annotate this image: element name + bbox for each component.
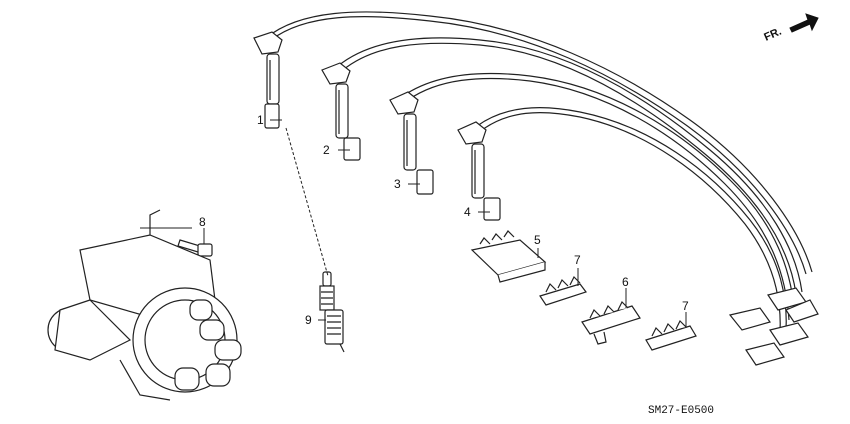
distributor-boots [728,287,819,366]
plug-boot-1 [253,31,283,129]
callout-5: 5 [534,233,541,247]
callout-6: 6 [622,275,629,289]
callout-9: 9 [305,313,312,327]
callout-7b: 7 [682,299,689,313]
plug-boot-4 [457,121,501,221]
callout-3: 3 [394,177,401,191]
callout-7a: 7 [574,253,581,267]
plug-boot-2 [321,62,361,161]
callout-1: 1 [257,113,264,127]
front-direction-indicator: FR. [762,13,819,44]
diagram-code: SM27-E0500 [648,405,714,417]
callout-8: 8 [199,215,206,229]
leader-lines [140,119,687,328]
ignition-wire-cables [265,11,813,345]
callout-4: 4 [464,205,471,219]
spark-plug [319,271,345,353]
wire-holder-5 [470,230,547,283]
front-direction-label: FR. [762,26,783,44]
callout-2: 2 [323,143,330,157]
bolt [177,239,213,257]
wire-holder-6 [581,300,641,345]
distributor-assembly [47,209,242,401]
wire-holder-7b [645,319,697,351]
front-arrow-icon [789,13,819,33]
wire-holder-7a [539,275,587,306]
plug-boot-3 [389,91,434,195]
